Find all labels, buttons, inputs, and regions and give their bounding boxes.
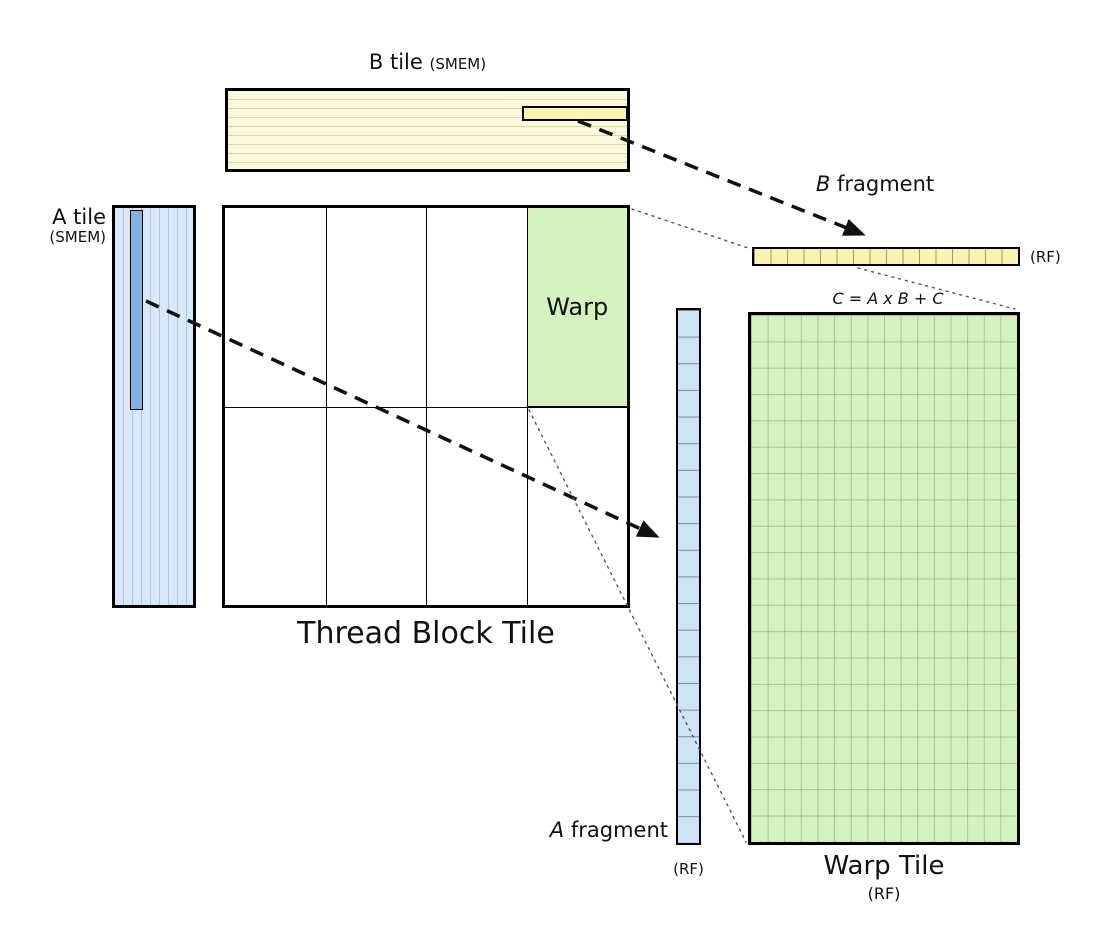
b-tile-label-main: B tile: [368, 50, 423, 74]
a-tile-label-sub: (SMEM): [49, 228, 106, 247]
b-tile-label: B tile (SMEM): [225, 50, 630, 74]
b-fragment-label: B fragment: [770, 172, 980, 196]
a-tile-selected-subtile: [130, 210, 143, 410]
a-fragment-label-rest: fragment: [564, 818, 668, 842]
b-fragment-strip: [752, 247, 1020, 266]
b-tile-smem: [225, 88, 630, 172]
warp-tile-rf-label: (RF): [867, 884, 901, 903]
a-fragment-rf-label: (RF): [673, 860, 704, 878]
dotted-line-warpcell-to-bfragment: [631, 208, 752, 250]
a-fragment-label: A fragment: [516, 818, 668, 842]
b-tile-selected-subtile: [522, 106, 628, 121]
tbt-grid-line: [225, 406, 627, 408]
a-fragment-strip: [676, 308, 701, 845]
a-tile-smem: [112, 205, 196, 608]
a-fragment-label-prefix: A: [549, 818, 565, 842]
a-tile-label: A tile (SMEM): [16, 205, 106, 246]
warp-cell-label: Warp: [546, 292, 609, 321]
b-fragment-label-rest: fragment: [830, 172, 935, 196]
a-tile-label-main: A tile: [52, 205, 106, 229]
b-fragment-rf-label: (RF): [1030, 248, 1061, 266]
thread-block-tile: Warp: [222, 205, 630, 608]
warp-tile-label: Warp Tile: [823, 851, 945, 881]
b-tile-label-sub: (SMEM): [429, 55, 487, 73]
mma-equation: C = A x B + C: [832, 289, 944, 308]
warp-cell: Warp: [526, 208, 627, 407]
b-fragment-label-prefix: B: [815, 172, 831, 196]
warp-tile: [748, 312, 1020, 845]
thread-block-tile-label: Thread Block Tile: [297, 616, 555, 651]
